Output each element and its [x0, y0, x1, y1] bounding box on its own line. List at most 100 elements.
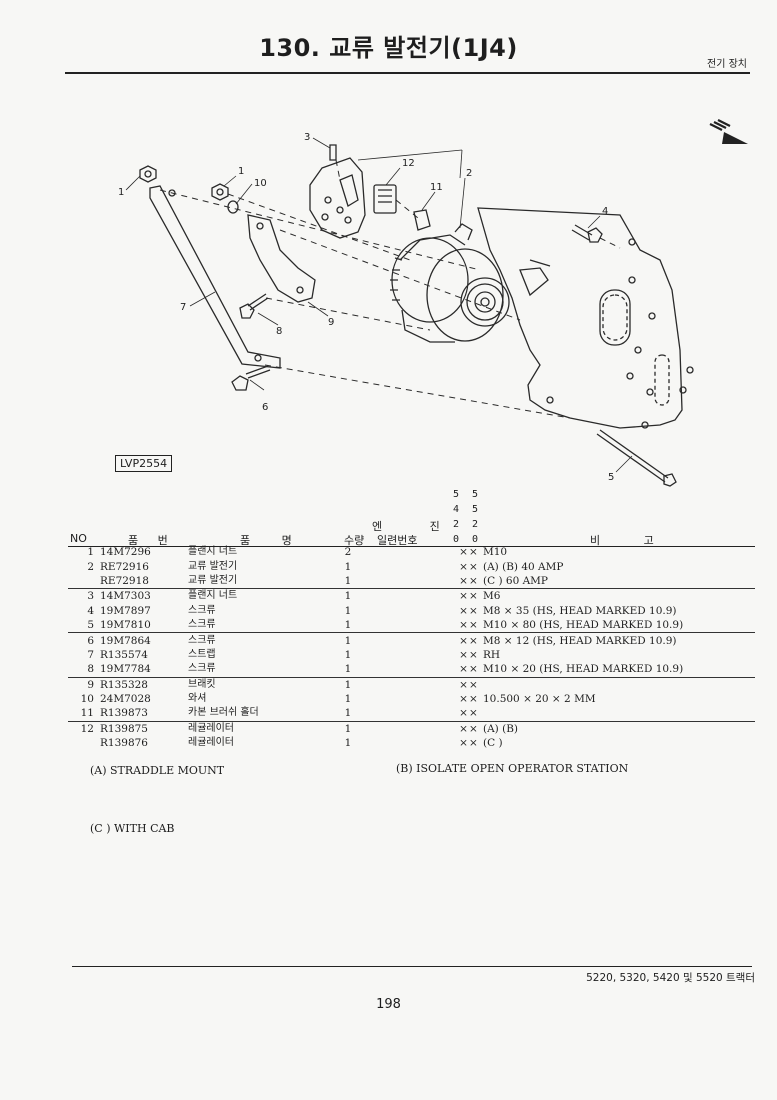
row-number: 3	[68, 588, 100, 604]
callout-9: 9	[328, 317, 334, 328]
row-number: 4	[87, 604, 94, 617]
part-name: 플랜지 너트	[188, 546, 238, 558]
model-column-1: 5 4 2 0	[453, 489, 460, 545]
model-mark-2: ×	[469, 546, 478, 559]
serial-number	[368, 720, 458, 737]
model-mark-2: ×	[469, 676, 483, 692]
callout-12: 12	[402, 158, 415, 169]
model-mark-1: ×	[459, 737, 468, 750]
model-mark-2: ×	[469, 648, 478, 661]
part-number: 19M7897	[100, 604, 151, 617]
part-name: 스크류	[188, 604, 216, 616]
part-number: 24M7028	[100, 693, 151, 706]
part-name: 교류 발전기	[188, 574, 238, 586]
serial-number	[368, 736, 458, 750]
model-mark-2: ×	[469, 619, 478, 632]
quantity: 1	[344, 663, 352, 676]
part-name: 스크류	[188, 619, 216, 631]
part-name: 와셔	[188, 693, 207, 705]
quantity: 1	[344, 560, 352, 573]
row-number: 10	[80, 693, 94, 706]
model-mark-1: ×	[459, 560, 468, 573]
remarks: M10 × 20 (HS, HEAD MARKED 10.9)	[483, 663, 684, 676]
model-mark-1: ×	[459, 619, 468, 632]
model-mark-1: ×	[459, 693, 468, 706]
quantity: 1	[328, 588, 368, 604]
serial-number	[368, 648, 458, 662]
callout-5: 5	[608, 472, 614, 483]
part-name: 스크류	[188, 632, 328, 648]
part-name: 플랜지 너트	[188, 588, 328, 604]
serial-number	[368, 618, 458, 633]
quantity: 1	[344, 619, 352, 632]
part-name: 스크류	[188, 663, 216, 675]
part-number: RE72916	[100, 560, 149, 573]
model-mark-1: ×	[458, 676, 469, 692]
serial-number	[368, 662, 458, 677]
model-mark-2: ×	[469, 737, 478, 750]
part-number: 14M7303	[100, 588, 188, 604]
row-number: 11	[80, 707, 94, 720]
model-mark-1: ×	[459, 546, 468, 559]
row-number: 1	[87, 546, 94, 559]
part-name: 레귤레이터	[188, 737, 234, 749]
serial-number	[368, 632, 458, 648]
quantity: 1	[344, 707, 352, 720]
quantity: 1	[328, 720, 368, 737]
note-a: (A) STRADDLE MOUNT	[90, 764, 225, 777]
quantity: 2	[344, 546, 352, 559]
callout-8: 8	[276, 326, 282, 337]
remarks: M8 × 35 (HS, HEAD MARKED 10.9)	[483, 604, 677, 617]
note-c: (C ) WITH CAB	[90, 822, 175, 835]
row-number	[68, 574, 100, 589]
header-serial: 일련번호	[377, 534, 418, 547]
callout-1a: 1	[118, 187, 124, 198]
remarks	[483, 706, 755, 721]
part-name: 브래킷	[188, 676, 328, 692]
remarks: RH	[483, 648, 501, 661]
serial-number	[368, 559, 458, 573]
table-header-rule	[68, 546, 755, 547]
quantity: 1	[328, 632, 368, 648]
model-mark-2: ×	[469, 693, 478, 706]
row-number: 5	[87, 619, 94, 632]
serial-number	[368, 676, 458, 692]
model-mark-2: ×	[469, 632, 483, 648]
model-mark-1: ×	[458, 588, 469, 604]
model-column-2: 5 5 2 0	[472, 489, 479, 545]
engine-plate	[477, 207, 683, 429]
header-qty: 수량	[344, 534, 365, 547]
part-name: 교류 발전기	[188, 560, 238, 572]
quantity: 1	[344, 737, 352, 750]
quantity: 1	[344, 604, 352, 617]
quantity: 1	[328, 676, 368, 692]
serial-number	[368, 545, 458, 559]
serial-number	[368, 692, 458, 706]
model-mark-2: ×	[469, 720, 483, 737]
serial-number	[368, 706, 458, 721]
footer-models: 5220, 5320, 5420 및 5520 트랙터	[586, 972, 755, 984]
note-b: (B) ISOLATE OPEN OPERATOR STATION	[396, 762, 629, 775]
callout-1b: 1	[238, 166, 244, 177]
row-number: 12	[68, 720, 100, 737]
row-number: 9	[68, 676, 100, 692]
model-mark-1: ×	[459, 663, 468, 676]
model-mark-2: ×	[469, 560, 478, 573]
model-mark-2: ×	[469, 707, 478, 720]
header-part-name: 품 명	[240, 534, 292, 547]
row-number: 2	[87, 560, 94, 573]
remarks: (C ) 60 AMP	[483, 574, 548, 587]
model-mark-2: ×	[469, 604, 478, 617]
model-mark-1: ×	[459, 707, 468, 720]
model-mark-1: ×	[459, 648, 468, 661]
remarks: M10 × 80 (HS, HEAD MARKED 10.9)	[483, 619, 684, 632]
callout-7: 7	[180, 302, 186, 313]
